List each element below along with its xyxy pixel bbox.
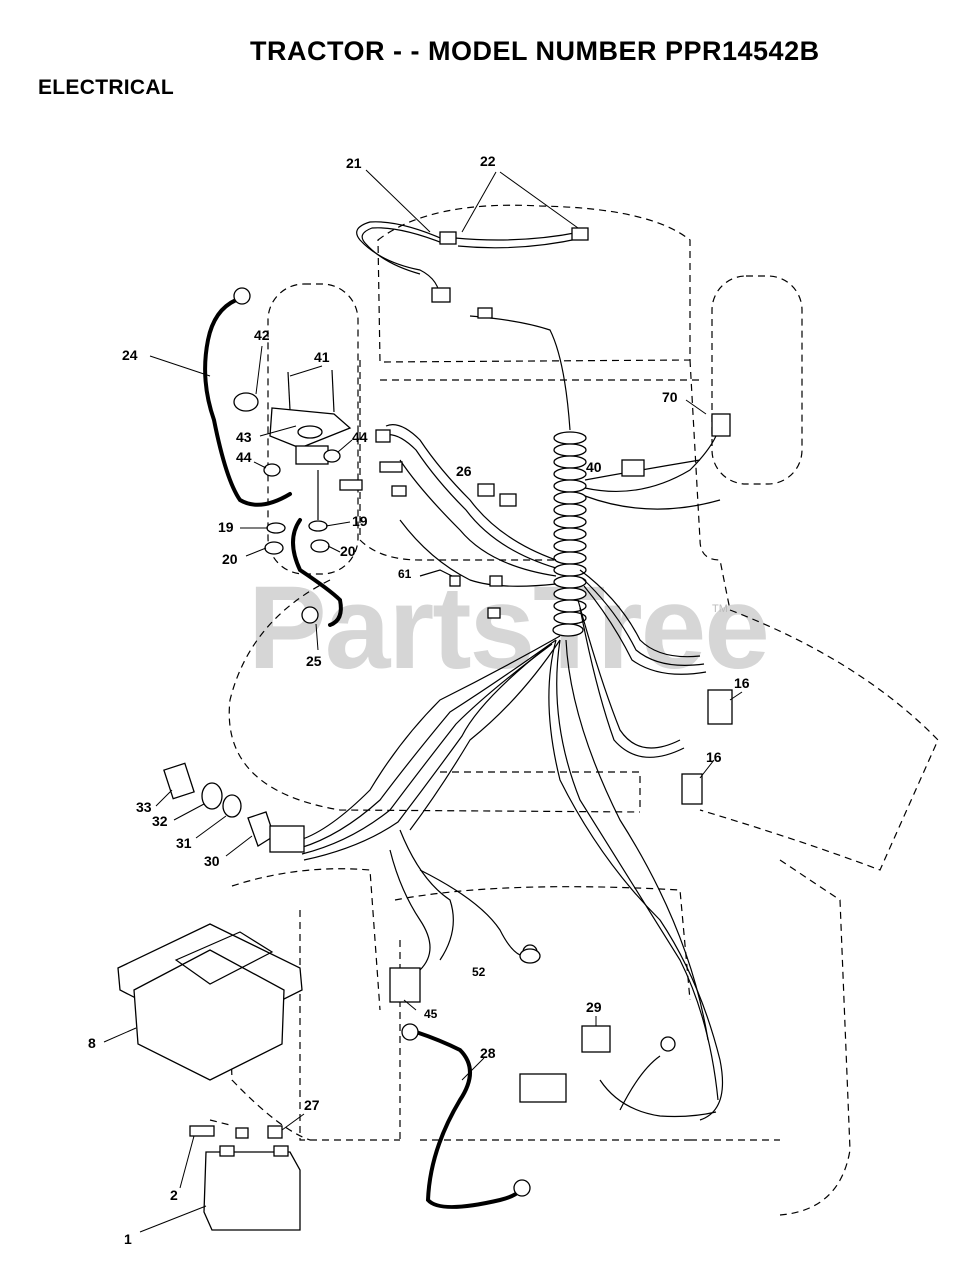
callout-16-bottom: 16	[706, 749, 722, 765]
battery-cable-25	[291, 518, 343, 627]
callout-2: 2	[170, 1187, 178, 1203]
callout-21: 21	[346, 155, 362, 171]
callout-26: 26	[456, 463, 472, 479]
callout-33: 33	[136, 799, 152, 815]
starter-solenoid	[233, 369, 352, 555]
callout-40: 40	[586, 459, 602, 475]
headlight-harness	[356, 221, 589, 431]
callout-30: 30	[204, 853, 220, 869]
harness-clip	[477, 307, 493, 319]
watermark-trademark: TM	[712, 603, 728, 615]
callout-27: 27	[304, 1097, 320, 1113]
connector-16-bottom	[681, 773, 703, 805]
callout-42: 42	[254, 327, 270, 343]
callout-41: 41	[314, 349, 330, 365]
connector-b	[339, 479, 363, 491]
callout-20-right: 20	[340, 543, 356, 559]
ignition-key-33	[163, 762, 195, 800]
headlight-socket-right	[571, 227, 589, 241]
connector-26	[477, 483, 495, 497]
main-wire-harness	[299, 419, 724, 1121]
callout-20-left: 20	[222, 551, 238, 567]
battery-box	[117, 923, 303, 1081]
connector-61	[449, 575, 461, 587]
seat-switch	[519, 1025, 611, 1103]
ignition-washer-31	[222, 794, 242, 818]
headlight-connector	[431, 287, 451, 303]
seat-plug	[519, 1073, 567, 1103]
callout-28: 28	[480, 1045, 496, 1061]
ring-terminals	[233, 287, 676, 1197]
callout-70: 70	[662, 389, 678, 405]
solenoid-boot-42	[233, 392, 259, 412]
callout-44-right: 44	[352, 429, 368, 445]
callout-52: 52	[472, 965, 486, 979]
tractor-frame-outline	[209, 204, 939, 1216]
callout-44-left: 44	[236, 449, 252, 465]
seat-switch-29	[581, 1025, 611, 1053]
headlight-socket-left	[439, 231, 457, 245]
callout-29: 29	[586, 999, 602, 1015]
callout-22: 22	[480, 153, 496, 169]
watermark: PartsTree	[248, 562, 768, 694]
connector-70	[621, 459, 645, 477]
small-connectors	[339, 413, 733, 805]
callout-1: 1	[124, 1231, 132, 1247]
callout-labels: 21 22 24 42 41 43 44 44 19 19 20 20 25 6…	[88, 153, 750, 1247]
callout-19-left: 19	[218, 519, 234, 535]
callout-25: 25	[306, 653, 322, 669]
leader-lines	[103, 169, 743, 1233]
module-45	[389, 967, 421, 1003]
callout-8: 8	[88, 1035, 96, 1051]
ignition-plug	[269, 825, 305, 853]
ground-cable-28	[414, 1030, 522, 1209]
callout-45: 45	[424, 1007, 438, 1021]
battery-nut-27	[267, 1125, 283, 1139]
callout-24: 24	[122, 347, 138, 363]
ignition-switch	[163, 762, 305, 853]
connector-a	[379, 461, 403, 473]
battery-cable-24	[203, 298, 292, 507]
callout-32: 32	[152, 813, 168, 829]
callout-31: 31	[176, 835, 192, 851]
battery	[189, 1125, 301, 1231]
section-title: ELECTRICAL	[38, 76, 174, 99]
connector-16-top	[707, 689, 733, 725]
page-title: TRACTOR - - MODEL NUMBER PPR14542B	[250, 36, 820, 66]
callout-43: 43	[236, 429, 252, 445]
battery-bolt-2	[189, 1125, 215, 1137]
callout-61: 61	[398, 567, 412, 581]
ignition-nut-32	[201, 782, 223, 810]
callout-16-top: 16	[734, 675, 750, 691]
callout-19-right: 19	[352, 513, 368, 529]
light-52	[519, 948, 541, 964]
